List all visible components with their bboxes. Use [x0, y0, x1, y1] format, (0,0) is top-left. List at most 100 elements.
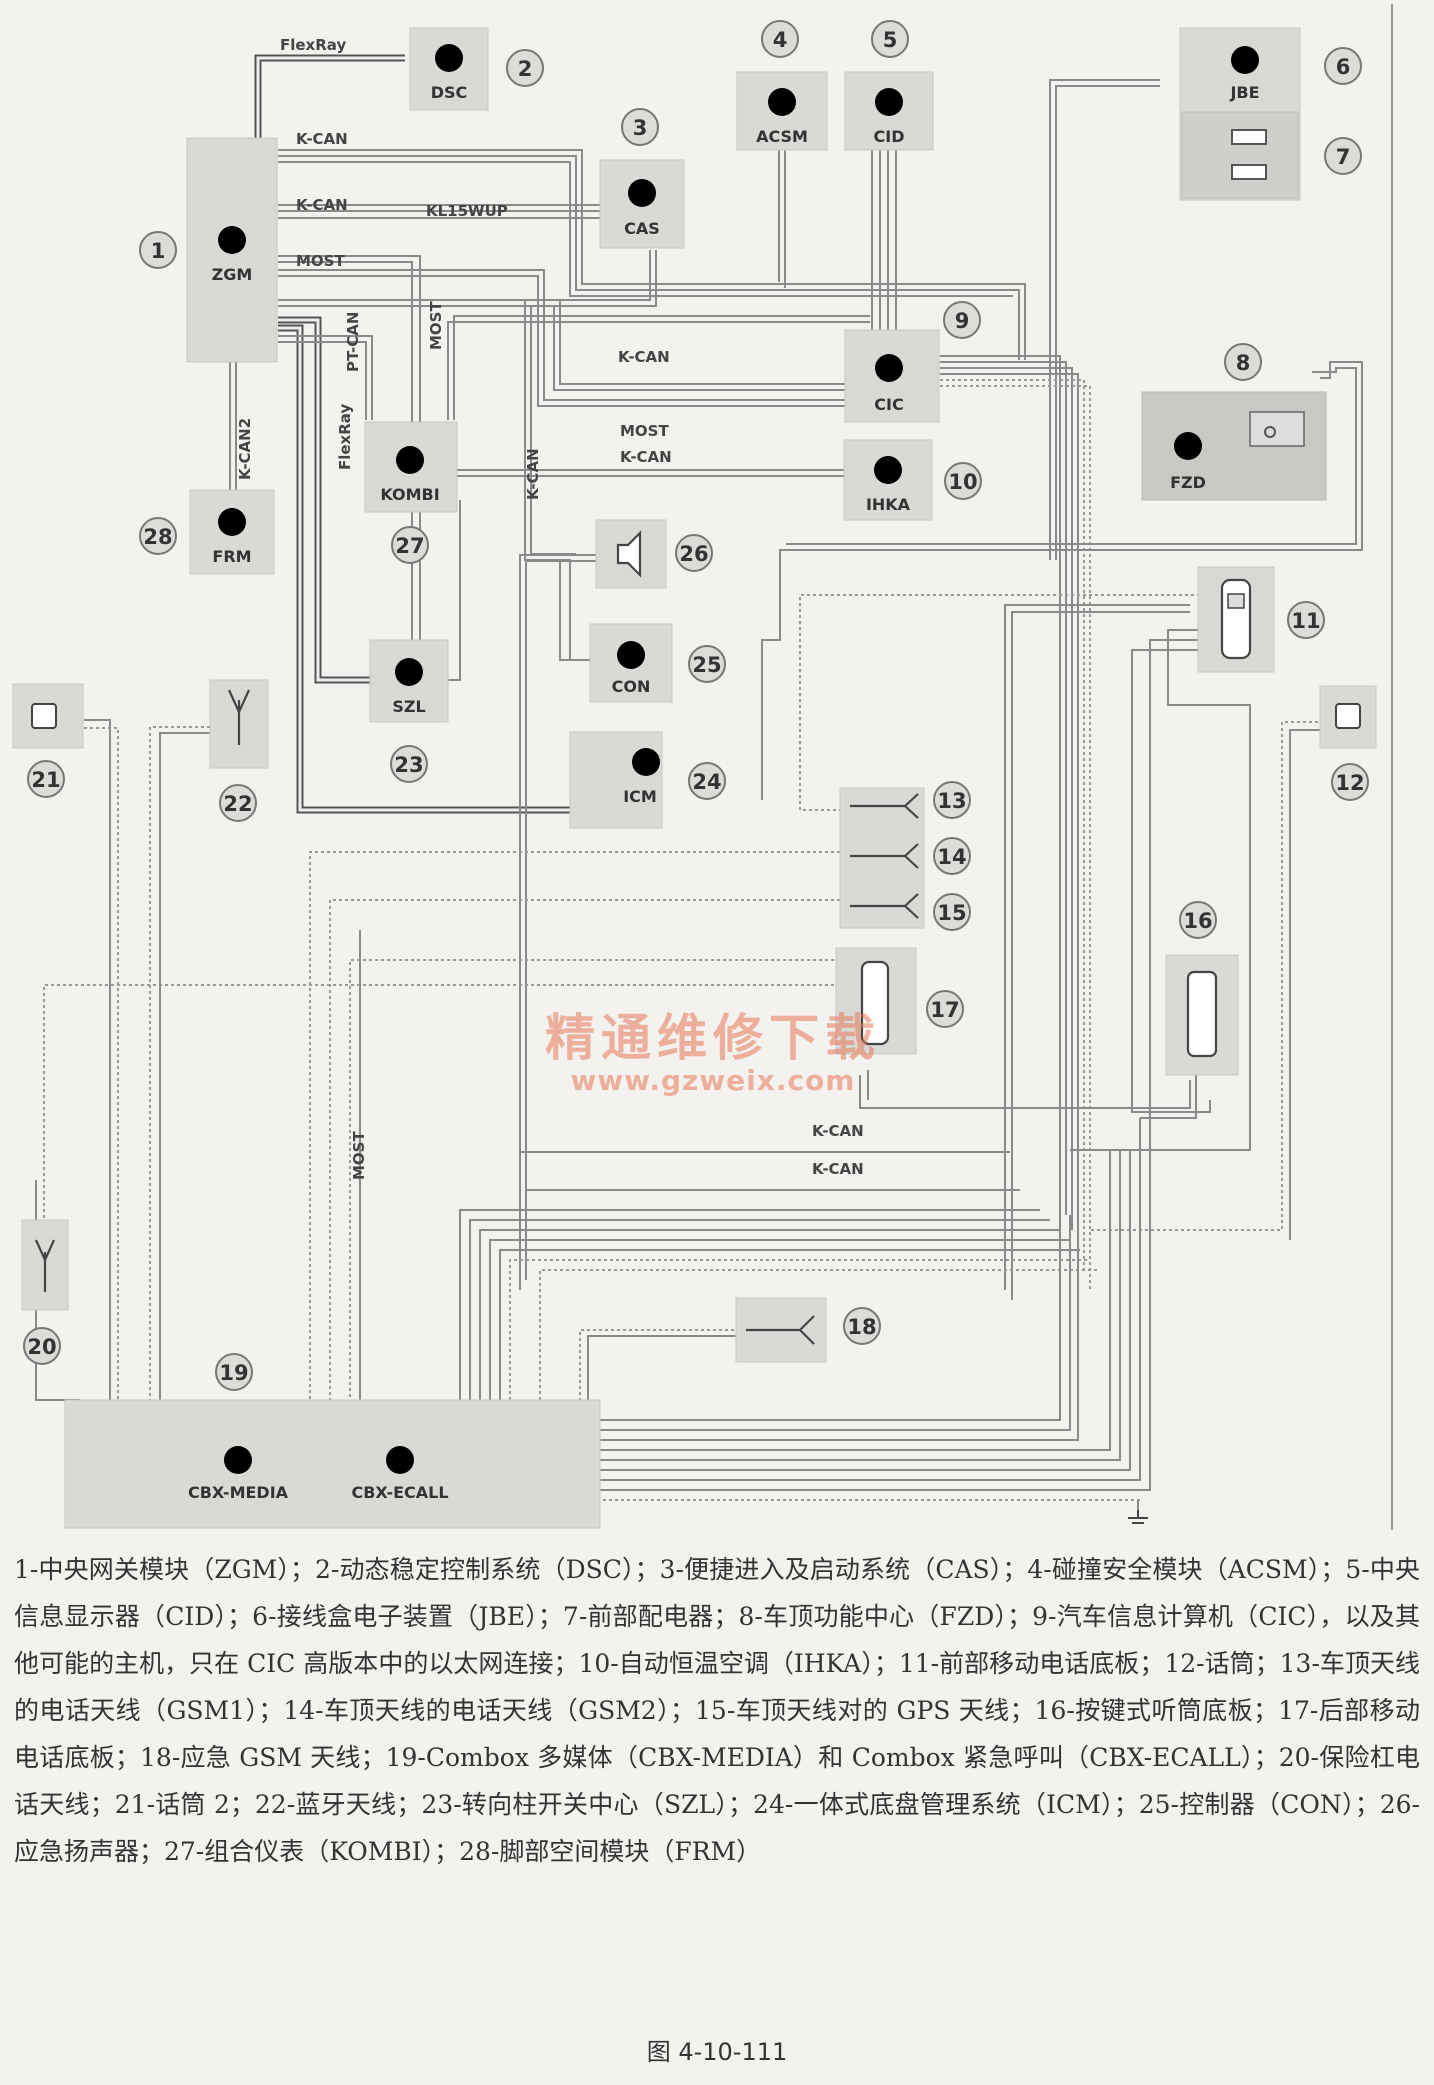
svg-text:9: 9 — [955, 309, 970, 333]
svg-text:6: 6 — [1336, 55, 1351, 79]
svg-text:11: 11 — [1291, 609, 1320, 633]
ecu-icon — [875, 88, 903, 116]
acsm-module: ACSM — [736, 71, 828, 151]
bluetooth-antenna — [209, 679, 269, 769]
cbx-media-label: CBX-MEDIA — [188, 1483, 289, 1502]
marker-14: 14 — [933, 837, 971, 875]
bus-label: KL15WUP — [426, 202, 508, 220]
svg-text:26: 26 — [679, 542, 708, 566]
zgm-label: ZGM — [212, 265, 253, 284]
marker-23: 23 — [390, 745, 428, 783]
antenna-icon — [850, 893, 919, 919]
ecu-icon — [874, 456, 902, 484]
cic-module: CIC — [844, 329, 940, 423]
front-distributor-box — [1181, 111, 1299, 199]
ecu-icon — [218, 508, 246, 536]
marker-21: 21 — [27, 760, 65, 798]
marker-27: 27 — [391, 526, 429, 564]
marker-11: 11 — [1287, 601, 1325, 639]
jbe-module: JBE — [1179, 27, 1301, 201]
svg-text:13: 13 — [937, 789, 966, 813]
kombi-label: KOMBI — [380, 485, 439, 504]
svg-text:14: 14 — [937, 845, 966, 869]
ecu-icon — [632, 748, 660, 776]
bus-label: K-CAN — [296, 130, 348, 148]
bus-label: MOST — [296, 252, 345, 270]
svg-text:3: 3 — [633, 116, 648, 140]
microphone-21 — [12, 683, 84, 749]
ecu-icon — [617, 641, 645, 669]
phone-icon — [860, 960, 890, 1046]
marker-19: 19 — [215, 1353, 253, 1391]
antenna-icon — [850, 793, 919, 819]
bus-label: MOST — [350, 1131, 368, 1180]
microphone-12 — [1319, 685, 1377, 749]
bus-label: PT-CAN — [344, 312, 362, 372]
svg-text:5: 5 — [883, 28, 898, 52]
ecu-icon — [628, 179, 656, 207]
ecu-icon — [875, 354, 903, 382]
emergency-gsm-antenna — [735, 1297, 827, 1363]
szl-label: SZL — [392, 697, 425, 716]
antenna-icon — [227, 689, 251, 745]
icm-label: ICM — [623, 787, 657, 806]
marker-17: 17 — [926, 990, 964, 1028]
fzd-module: FZD — [1141, 391, 1327, 501]
bus-label: MOST — [427, 301, 445, 350]
phone-screen-icon — [1227, 593, 1245, 609]
fzd-label: FZD — [1170, 473, 1206, 492]
con-module: CON — [589, 623, 673, 703]
handset-base — [1165, 954, 1239, 1076]
svg-text:19: 19 — [219, 1361, 248, 1385]
cas-label: CAS — [624, 219, 660, 238]
ecu-icon — [218, 226, 246, 254]
marker-13: 13 — [933, 781, 971, 819]
cid-label: CID — [874, 127, 905, 146]
marker-2: 2 — [506, 49, 544, 87]
marker-1: 1 — [139, 231, 177, 269]
bus-label: K-CAN — [524, 448, 542, 500]
bus-label: K-CAN2 — [236, 418, 254, 480]
marker-5: 5 — [871, 20, 909, 58]
ecu-icon — [224, 1446, 252, 1474]
cid-module: CID — [844, 71, 934, 151]
front-phone-base — [1197, 566, 1275, 673]
bus-label: FlexRay — [280, 36, 346, 54]
network-wiring-diagram: ZGM DSC CAS ACSM CID JBE CIC — [12, 4, 1393, 1530]
svg-text:1: 1 — [151, 239, 166, 263]
microphone-icon — [1335, 703, 1361, 729]
handset-icon — [1186, 970, 1218, 1058]
wiring-harness — [35, 54, 1363, 1510]
marker-9: 9 — [943, 301, 981, 339]
marker-10: 10 — [944, 462, 982, 500]
marker-12: 12 — [1331, 763, 1369, 801]
marker-6: 6 — [1324, 47, 1362, 85]
roof-antenna-module — [839, 787, 925, 929]
ground-icon — [1128, 1510, 1148, 1524]
marker-28: 28 — [139, 517, 177, 555]
marker-20: 20 — [23, 1327, 61, 1365]
fzd-microphone-icon — [1249, 411, 1305, 447]
ecu-icon — [395, 658, 423, 686]
marker-7: 7 — [1324, 137, 1362, 175]
cbx-ecall-label: CBX-ECALL — [351, 1483, 448, 1502]
speaker-icon — [616, 530, 642, 578]
antenna-icon — [746, 1315, 815, 1345]
bus-label: K-CAN — [620, 448, 672, 466]
svg-text:23: 23 — [394, 753, 423, 777]
bus-label: MOST — [620, 422, 669, 440]
antenna-icon — [850, 843, 919, 869]
fzd-microphone-icon — [1264, 426, 1276, 438]
rear-phone-base — [835, 947, 917, 1055]
ihka-label: IHKA — [866, 495, 911, 514]
bumper-antenna — [21, 1219, 69, 1311]
marker-26: 26 — [675, 534, 713, 572]
marker-22: 22 — [219, 784, 257, 822]
svg-text:25: 25 — [692, 653, 721, 677]
svg-text:16: 16 — [1183, 909, 1212, 933]
fuse-icon — [1231, 164, 1267, 180]
bus-label: K-CAN — [618, 348, 670, 366]
phone-icon — [1220, 578, 1252, 660]
cic-label: CIC — [874, 395, 903, 414]
acsm-label: ACSM — [756, 127, 808, 146]
